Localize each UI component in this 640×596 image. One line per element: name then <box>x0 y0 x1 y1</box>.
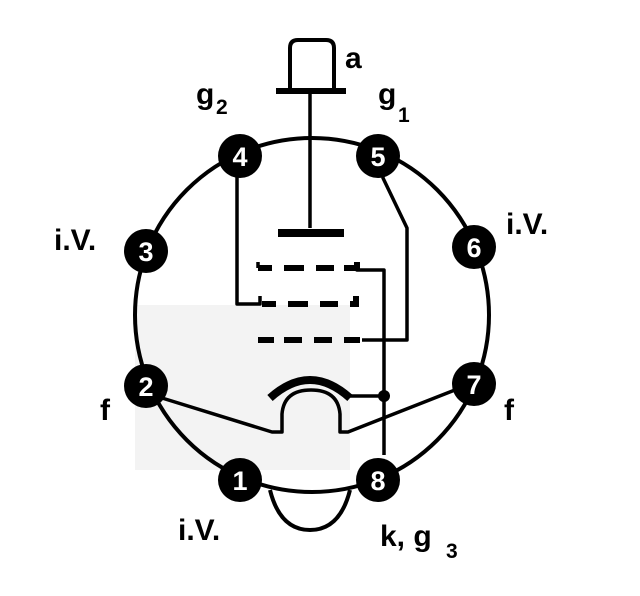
pin-7: 7 <box>452 362 496 406</box>
pin-3: 3 <box>124 229 168 273</box>
pin-8: 8 <box>356 458 400 502</box>
pin-2-number: 2 <box>138 372 153 402</box>
heater-filament <box>161 386 461 434</box>
label-pin8-subscript: 3 <box>446 540 458 563</box>
pin-4-number: 4 <box>232 142 247 172</box>
tube-envelope <box>133 136 491 494</box>
pin-5: 5 <box>356 134 400 178</box>
label-pin8: k, g <box>380 520 432 553</box>
anode-cap <box>276 38 346 228</box>
pin-6-number: 6 <box>466 233 481 263</box>
label-anode: a <box>345 42 362 75</box>
pin-5-number: 5 <box>370 142 385 172</box>
background-smudge <box>135 305 350 470</box>
label-pin3: i.V. <box>54 224 96 257</box>
base-key <box>268 489 352 533</box>
grid-3 <box>256 262 386 395</box>
pin-8-number: 8 <box>370 466 385 496</box>
label-g2: g <box>196 78 214 111</box>
label-pin1: i.V. <box>178 514 220 547</box>
pin-2: 2 <box>124 364 168 408</box>
pin-6: 6 <box>452 225 496 269</box>
label-g2-subscript: 2 <box>216 96 228 119</box>
label-g1-subscript: 1 <box>398 104 410 127</box>
cathode <box>267 376 390 455</box>
pin-1: 1 <box>218 458 262 502</box>
label-pin7: f <box>504 394 515 427</box>
pin-4: 4 <box>218 134 262 178</box>
label-g1: g <box>378 78 396 111</box>
pin-3-number: 3 <box>138 237 153 267</box>
label-pin2: f <box>100 394 111 427</box>
pin-7-number: 7 <box>466 370 481 400</box>
label-pin6: i.V. <box>506 208 548 241</box>
grid-2 <box>235 170 359 307</box>
pin-1-number: 1 <box>232 466 247 496</box>
